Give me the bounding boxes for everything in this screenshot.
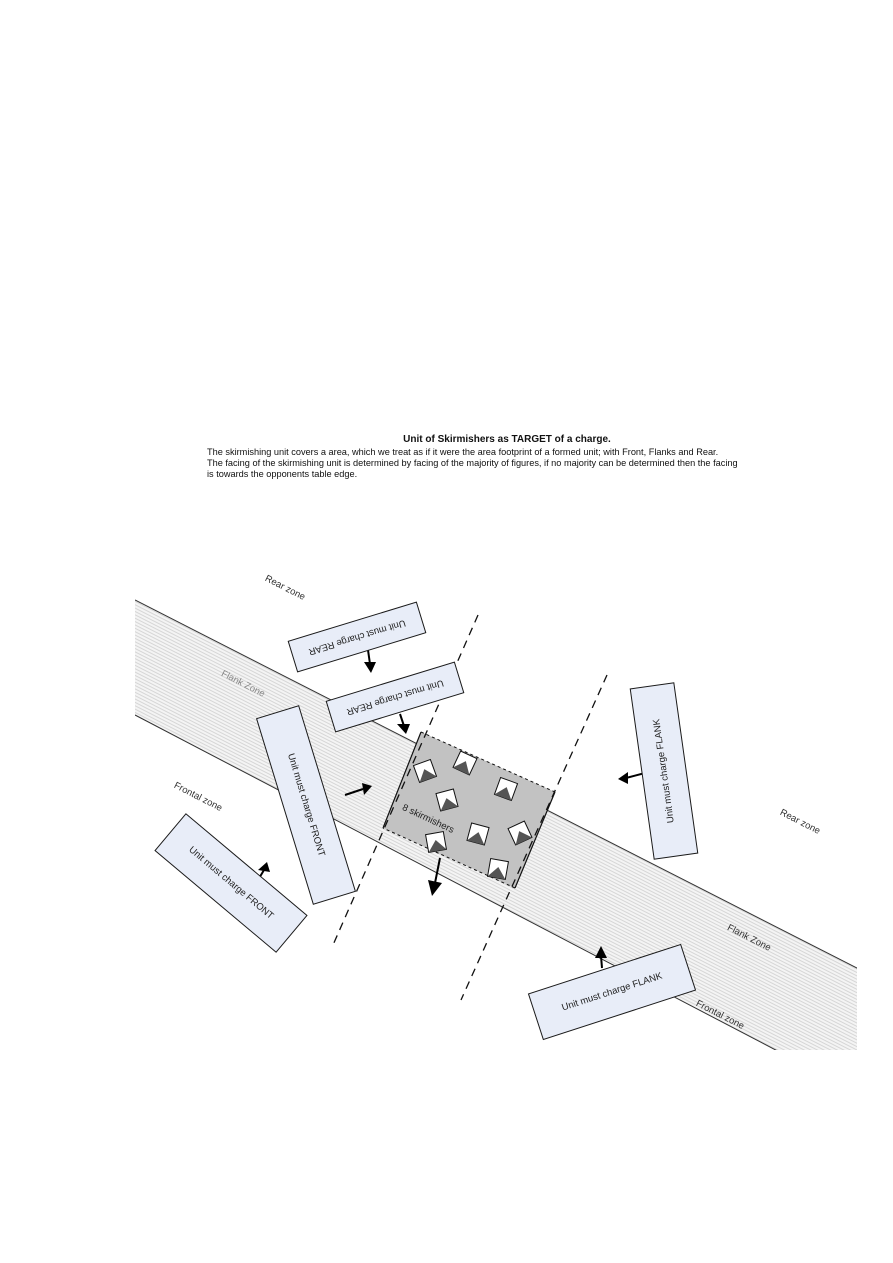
box-charge-flank-top: Unit must charge FLANK [629,682,699,860]
arrow-down-rear-near [397,713,410,734]
description-line-1: The skirmishing unit covers a area, whic… [207,447,719,457]
box-charge-rear-top: Unit must charge REAR [287,601,427,673]
zone-boundary-right [460,674,608,1001]
corridor-bottom-edge [135,714,777,1050]
skirmisher-figure-icon [493,776,519,802]
box-charge-rear-near: Unit must charge REAR [325,661,465,733]
skirmisher-area-left-edge [382,731,422,829]
skirmisher-figure-icon [466,822,490,846]
arrow-right-front-near [344,783,372,796]
zone-label-frontal-left: Frontal zone [172,780,224,814]
box-charge-flank-bottom: Unit must charge FLANK [527,943,697,1041]
skirmisher-figure-icon [486,857,510,881]
arrow-down-skirmish-facing [428,857,442,896]
skirmisher-figure-icon [507,820,533,846]
skirmisher-figures [412,750,533,881]
box-charge-front-far: Unit must charge FRONT [154,813,308,953]
skirmisher-figure-icon [452,750,478,776]
skirmisher-area-front-edge [420,731,556,793]
skirmisher-area-right-edge [514,791,556,889]
zone-label-rear-right: Rear zone [778,807,822,837]
skirmisher-figure-icon [412,758,438,784]
diagram-title: Unit of Skirmishers as TARGET of a charg… [403,434,611,445]
diagram-header: Unit of Skirmishers as TARGET of a charg… [207,434,807,480]
skirmisher-figure-icon [435,788,459,812]
description-line-2: The facing of the skirmishing unit is de… [207,458,738,468]
arrow-up-flank-bottom [595,946,607,969]
skirmisher-figure-icon [424,830,448,854]
skirmisher-area-rear-edge [382,827,516,889]
arrow-left-flank-top [618,772,646,784]
zone-label-rear-left: Rear zone [263,573,307,603]
description-line-3: is towards the opponents table edge. [207,469,358,479]
